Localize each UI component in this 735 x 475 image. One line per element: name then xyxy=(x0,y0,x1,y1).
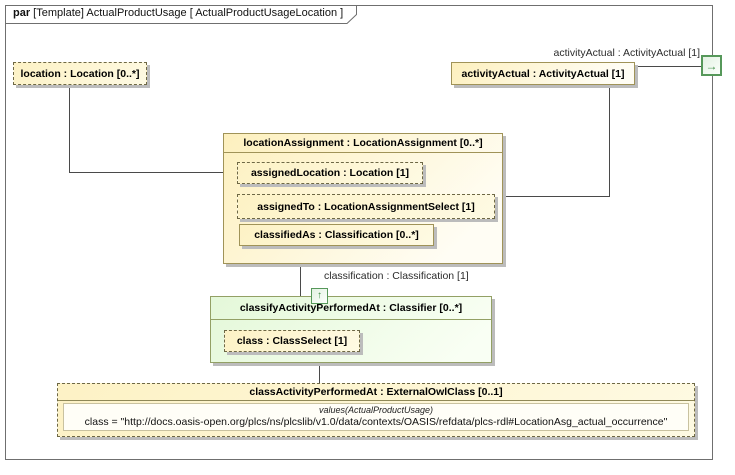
values-caption: values(ActualProductUsage) xyxy=(318,405,434,415)
arrow-up-icon: ↑ xyxy=(317,290,322,301)
connector-activity-v xyxy=(609,85,610,196)
external-owl-class-title: classActivityPerformedAt : ExternalOwlCl… xyxy=(58,384,694,401)
arrow-right-icon: → xyxy=(705,58,718,73)
node-assigned-location[interactable]: assignedLocation : Location [1] xyxy=(237,162,423,184)
connector-activity-h xyxy=(497,196,610,197)
values-compartment: values(ActualProductUsage) class = "http… xyxy=(63,403,689,431)
frame-tab-label: par [Template] ActualProductUsage [ Actu… xyxy=(13,7,343,19)
edge-label-activity-actual: activityActual : ActivityActual [1] xyxy=(553,47,700,59)
output-port[interactable]: → xyxy=(701,55,722,76)
connector-activity-port-h xyxy=(635,66,701,67)
edge-label-classification: classification : Classification [1] xyxy=(324,270,469,282)
node-assigned-to[interactable]: assignedTo : LocationAssignmentSelect [1… xyxy=(237,194,495,219)
tab-title: [Template] ActualProductUsage [ ActualPr… xyxy=(30,7,344,19)
node-classified-as[interactable]: classifiedAs : Classification [0..*] xyxy=(239,224,434,246)
frame-title-tab: par [Template] ActualProductUsage [ Actu… xyxy=(5,5,357,24)
node-location-assignment[interactable]: locationAssignment : LocationAssignment … xyxy=(223,133,503,264)
node-activity-actual[interactable]: activityActual : ActivityActual [1] xyxy=(451,62,635,85)
connector-location-v xyxy=(69,85,70,172)
tab-keyword: par xyxy=(13,7,31,19)
node-classify-activity-performed-at[interactable]: classifyActivityPerformedAt : Classifier… xyxy=(210,296,492,363)
node-class-activity-performed-at[interactable]: classActivityPerformedAt : ExternalOwlCl… xyxy=(57,383,695,437)
connector-class-v xyxy=(319,351,320,384)
input-port[interactable]: ↑ xyxy=(311,288,328,304)
node-class-select[interactable]: class : ClassSelect [1] xyxy=(224,330,360,352)
location-assignment-title: locationAssignment : LocationAssignment … xyxy=(224,134,502,153)
connector-classification-v xyxy=(300,245,301,297)
classifier-title: classifyActivityPerformedAt : Classifier… xyxy=(211,297,491,320)
class-value-text: class = "http://docs.oasis-open.org/plcs… xyxy=(84,416,668,428)
node-location[interactable]: location : Location [0..*] xyxy=(13,62,147,85)
connector-location-h xyxy=(69,172,237,173)
frame-tab-shape xyxy=(5,5,357,24)
